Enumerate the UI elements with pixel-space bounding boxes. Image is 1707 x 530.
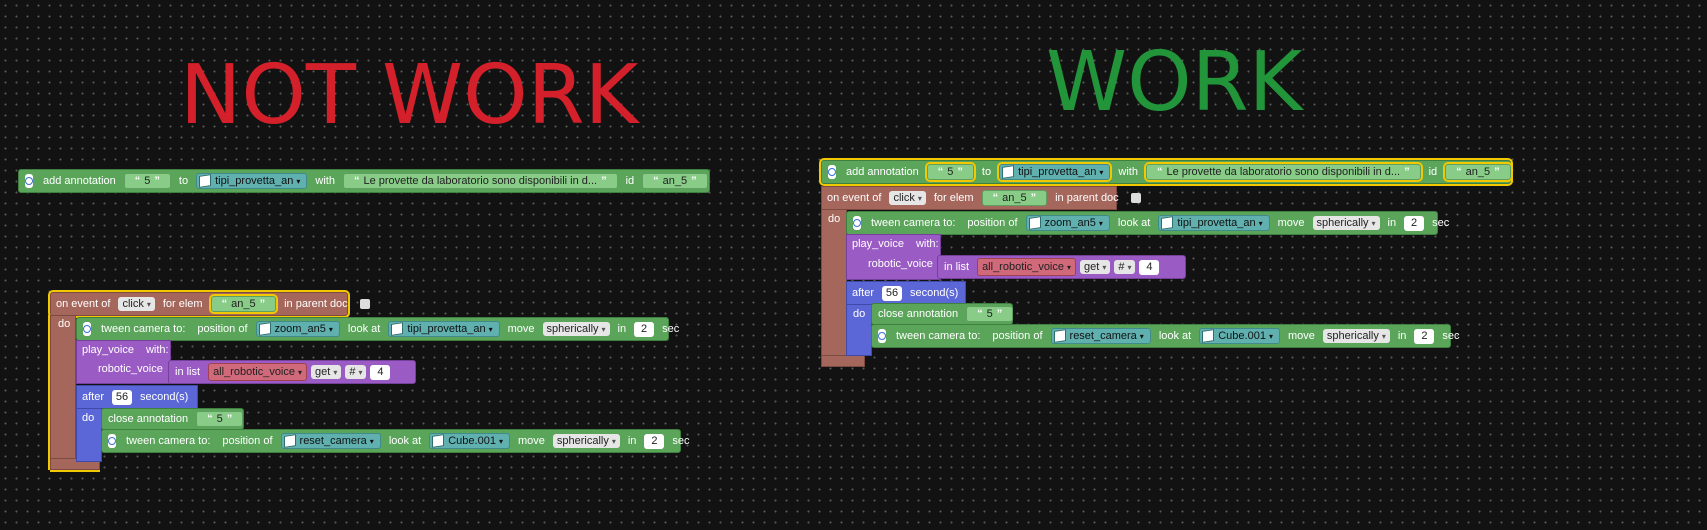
tween-reset-block-right[interactable]: tween camera to: position of reset_camer…: [871, 324, 1460, 348]
tween-camera-block-right[interactable]: tween camera to: position of zoom_an5▾ l…: [846, 211, 1449, 235]
annotation-id-input[interactable]: “an_5”: [1445, 164, 1511, 180]
cube-icon: [1002, 165, 1015, 179]
list-dropdown[interactable]: all_robotic_voice▾: [977, 258, 1077, 276]
event-dropdown[interactable]: click: [118, 297, 155, 311]
close-annotation-block-left[interactable]: close annotation “5”: [101, 408, 244, 430]
get-dropdown[interactable]: get: [311, 365, 342, 379]
gear-icon[interactable]: [25, 174, 33, 188]
play-voice-block-right[interactable]: [846, 234, 941, 280]
cube-icon: [432, 434, 445, 448]
gear-icon[interactable]: [878, 329, 886, 343]
close-number-input[interactable]: “5”: [196, 411, 244, 427]
hash-dropdown[interactable]: #: [345, 365, 367, 379]
cube-icon: [391, 322, 404, 336]
delay-input[interactable]: 56: [112, 389, 133, 405]
look-target-dropdown[interactable]: tipi_provetta_an▾: [388, 321, 500, 337]
on-event-header-right: on event of click for elem “an_5” in par…: [821, 186, 1147, 210]
seconds-input[interactable]: 2: [1404, 215, 1425, 231]
seconds-input[interactable]: 2: [634, 321, 655, 337]
look-target-dropdown[interactable]: tipi_provetta_an▾: [1158, 215, 1270, 231]
delay-input[interactable]: 56: [882, 285, 903, 301]
parent-doc-checkbox[interactable]: [1130, 193, 1141, 203]
move-mode-dropdown[interactable]: spherically: [542, 322, 610, 336]
elem-input[interactable]: “an_5”: [210, 296, 277, 312]
cube-dropdown[interactable]: Cube.001▾: [429, 433, 510, 449]
cube-icon: [1161, 216, 1174, 230]
move-mode-dropdown[interactable]: spherically: [1312, 216, 1380, 230]
zoom-target-dropdown[interactable]: zoom_an5▾: [255, 321, 340, 337]
cube-icon: [283, 434, 296, 448]
elem-input[interactable]: “an_5”: [981, 190, 1048, 206]
cube-icon: [1028, 216, 1041, 230]
annotation-id-input[interactable]: “an_5”: [642, 173, 708, 189]
add-annotation-block-left[interactable]: add annotation “5” to tipi_provetta_an▾ …: [18, 169, 710, 193]
annotation-number-input[interactable]: “5”: [123, 173, 171, 189]
close-number-input[interactable]: “5”: [966, 306, 1014, 322]
cube-icon: [1202, 329, 1215, 343]
event-dropdown[interactable]: click: [889, 191, 926, 205]
robotic-voice-input-right[interactable]: in list all_robotic_voice▾ get # 4: [937, 255, 1186, 279]
after-do-column-right: [846, 304, 872, 356]
zoom-target-dropdown[interactable]: zoom_an5▾: [1025, 215, 1110, 231]
on-event-header-left: on event of click for elem “an_5” in par…: [50, 292, 376, 316]
gear-icon[interactable]: [83, 322, 91, 336]
index-input[interactable]: 4: [1139, 259, 1160, 275]
annotation-text-input[interactable]: “Le provette da laboratorio sono disponi…: [1145, 164, 1421, 180]
on-event-block-right[interactable]: [821, 186, 1117, 210]
cube-dropdown[interactable]: Cube.001▾: [1199, 328, 1280, 344]
robotic-voice-input-left[interactable]: in list all_robotic_voice▾ get # 4: [168, 360, 416, 384]
on-event-do-column-right: [821, 209, 847, 359]
seconds-input[interactable]: 2: [644, 433, 665, 449]
gear-icon[interactable]: [828, 165, 836, 179]
tween-camera-block-left[interactable]: tween camera to: position of zoom_an5▾ l…: [76, 317, 679, 341]
parent-doc-checkbox[interactable]: [359, 299, 370, 309]
add-annotation-block-right[interactable]: add annotation “5” to tipi_provetta_an▾ …: [821, 160, 1511, 184]
heading-not-work: NOT WORK: [180, 48, 639, 143]
seconds-input[interactable]: 2: [1414, 328, 1435, 344]
play-voice-block-left[interactable]: [76, 340, 171, 384]
target-object-dropdown[interactable]: tipi_provetta_an▾: [196, 173, 308, 189]
heading-work: WORK: [1046, 35, 1303, 130]
target-object-dropdown[interactable]: tipi_provetta_an▾: [999, 164, 1111, 180]
annotation-number-input[interactable]: “5”: [926, 164, 974, 180]
after-header-right: after 56 second(s): [852, 285, 959, 301]
cube-icon: [258, 322, 271, 336]
after-header-left: after 56 second(s): [82, 389, 189, 405]
gear-icon[interactable]: [108, 434, 116, 448]
annotation-text-input[interactable]: “Le provette da laboratorio sono disponi…: [342, 173, 618, 189]
get-dropdown[interactable]: get: [1080, 260, 1111, 274]
index-input[interactable]: 4: [370, 364, 391, 380]
close-annotation-block-right[interactable]: close annotation “5”: [871, 303, 1014, 325]
gear-icon[interactable]: [853, 216, 861, 230]
after-block-left[interactable]: [76, 385, 198, 409]
after-block-right[interactable]: [846, 281, 966, 305]
on-event-block-left[interactable]: [50, 292, 348, 316]
tween-reset-block-left[interactable]: tween camera to: position of reset_camer…: [101, 429, 690, 453]
cube-icon: [199, 174, 212, 188]
move-mode-dropdown[interactable]: spherically: [1322, 329, 1390, 343]
cube-icon: [1053, 329, 1066, 343]
on-event-do-column-left: [50, 315, 76, 468]
reset-camera-dropdown[interactable]: reset_camera▾: [1050, 328, 1151, 344]
reset-camera-dropdown[interactable]: reset_camera▾: [280, 433, 381, 449]
hash-dropdown[interactable]: #: [1114, 260, 1136, 274]
list-dropdown[interactable]: all_robotic_voice▾: [208, 363, 308, 381]
move-mode-dropdown[interactable]: spherically: [552, 434, 620, 448]
on-event-foot-right: [821, 355, 865, 367]
